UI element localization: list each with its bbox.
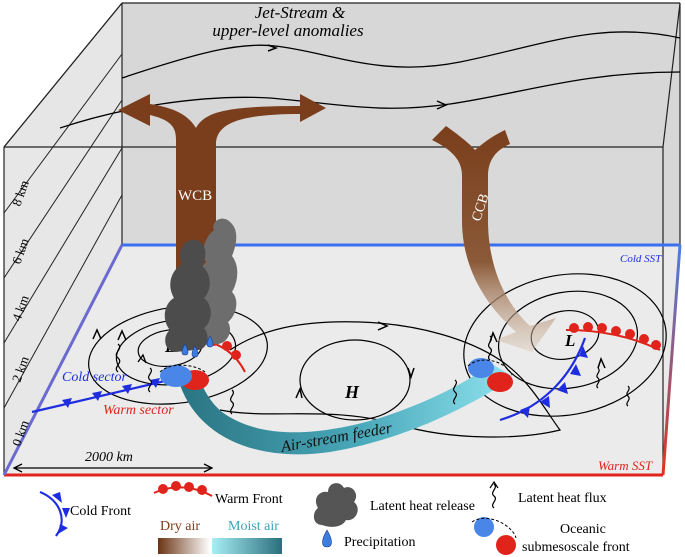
legend-latent-heat-release-label: Latent heat release [370,499,475,514]
legend-dry-air-label: Dry air [160,519,200,534]
legend-drop-icon [322,529,332,548]
scale-bar: 2000 km [12,450,214,473]
legend: Cold Front Warm Front Dry air Moist air … [39,480,630,555]
legend-cold-front: Cold Front [39,490,131,537]
ccb-stream [432,126,556,352]
legend-precipitation-label: Precipitation [344,535,416,550]
jet-stream-subtitle: upper-level anomalies [212,21,364,40]
cold-sst-label: Cold SST [620,253,662,265]
upper-back-wall [122,3,680,245]
legend-warm-front: Warm Front [153,481,283,507]
jet-stream-lower [59,71,681,129]
front-pane [4,147,663,475]
legend-warm-front-label: Warm Front [215,492,283,507]
legend-oceanic-icon [471,517,517,555]
oceanic-front-right [467,358,513,392]
legend-latent-heat-flux-label: Latent heat flux [518,491,607,506]
cold-front-left [31,376,179,414]
jet-stream-title: Jet-Stream & [255,3,346,22]
scale-label: 2000 km [85,450,133,465]
oceanic-front-left [159,364,209,390]
precipitation-drops [181,335,214,358]
high-label: H [344,382,360,402]
legend-flux-icon [489,480,499,509]
legend-oceanic-label-1: Oceanic [560,522,606,537]
legend-moist-air-label: Moist air [228,519,279,534]
latent-heat-flux-marks [115,335,630,415]
warm-sector-label: Warm sector [103,403,174,418]
legend-moist-air-swatch [212,538,282,554]
cold-sector-label: Cold sector [62,370,127,385]
warm-sst-label: Warm SST [598,458,653,473]
jet-stream-upper [121,31,681,79]
legend-cloud [313,483,358,527]
air-stream-feeder [180,364,512,455]
cold-front-right [499,337,588,422]
low-right-label: L [564,331,575,350]
left-wall [4,3,122,475]
legend-dry-air-swatch [158,538,210,554]
legend-oceanic-label-2: submesoscale front [522,540,630,555]
wcb-label: WCB [178,188,212,204]
legend-cold-front-label: Cold Front [70,504,131,519]
warm-front-right [565,322,661,351]
latent-heat-cloud [164,218,238,352]
wcb-stream [118,94,326,270]
